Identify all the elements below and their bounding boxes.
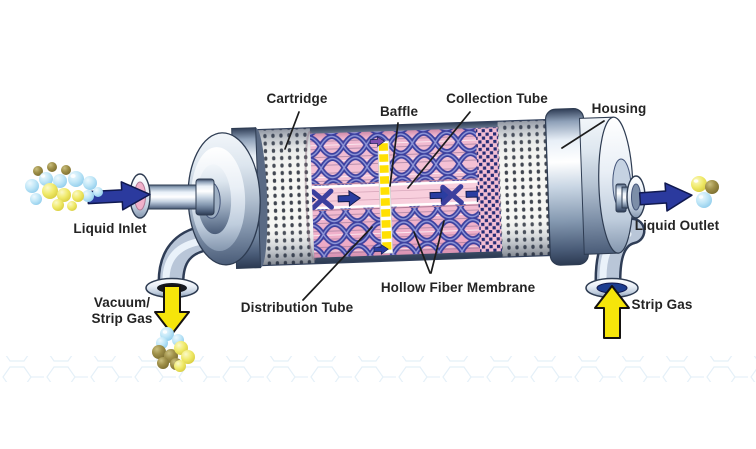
leader-lines [284,111,605,301]
baffle-leader-line [389,122,399,187]
hollow-fiber-membrane-label: Hollow Fiber Membrane [380,280,536,295]
molecule-watermark-band [0,356,756,382]
vacuum-strip-gas-label: Vacuum/ Strip Gas [92,295,153,327]
fiber-cross-links [310,184,464,211]
housing-leader-line [561,120,605,149]
housing-end-cap [544,107,634,266]
baffle-label: Baffle [379,104,419,119]
vacuum-strip-gas-arrow-icon [154,285,190,335]
liquid-inlet-arrow-icon [86,181,151,211]
strip-gas-label: Strip Gas [631,297,693,312]
outlet-bubbles [691,176,719,208]
inlet-bubbles [25,162,103,211]
vacuum-outlet-bubbles [152,327,195,372]
vacuum-strip-gas-label-line2: Strip Gas [91,311,153,326]
external-flow-arrows [86,181,693,339]
collection-tube-label: Collection Tube [446,91,548,106]
strip-gas-arrow-icon [594,285,630,339]
distribution-tube-leader-line [302,226,373,301]
liquid-outlet-pipe [615,175,646,219]
baffle-bar [377,140,394,254]
cartridge-leader-line [284,111,300,150]
vacuum-strip-gas-label-line1: Vacuum/ [93,295,151,310]
liquid-outlet-label: Liquid Outlet [634,218,720,233]
fiber-end-mesh [475,127,505,252]
housing-label: Housing [591,101,647,116]
cartridge-label: Cartridge [266,91,328,106]
cartridge-mesh-band [255,127,320,266]
liquid-inlet-label: Liquid Inlet [73,221,147,236]
contactor-body [187,107,634,269]
housing-mesh-band [497,119,551,258]
collection-tube-leader-line [407,111,471,189]
distribution-tube-label: Distribution Tube [240,300,354,315]
hollow-fiber-membrane-leader-lines [413,220,445,274]
membrane-window [309,127,483,258]
liquid-outlet-arrow-icon [638,182,693,212]
